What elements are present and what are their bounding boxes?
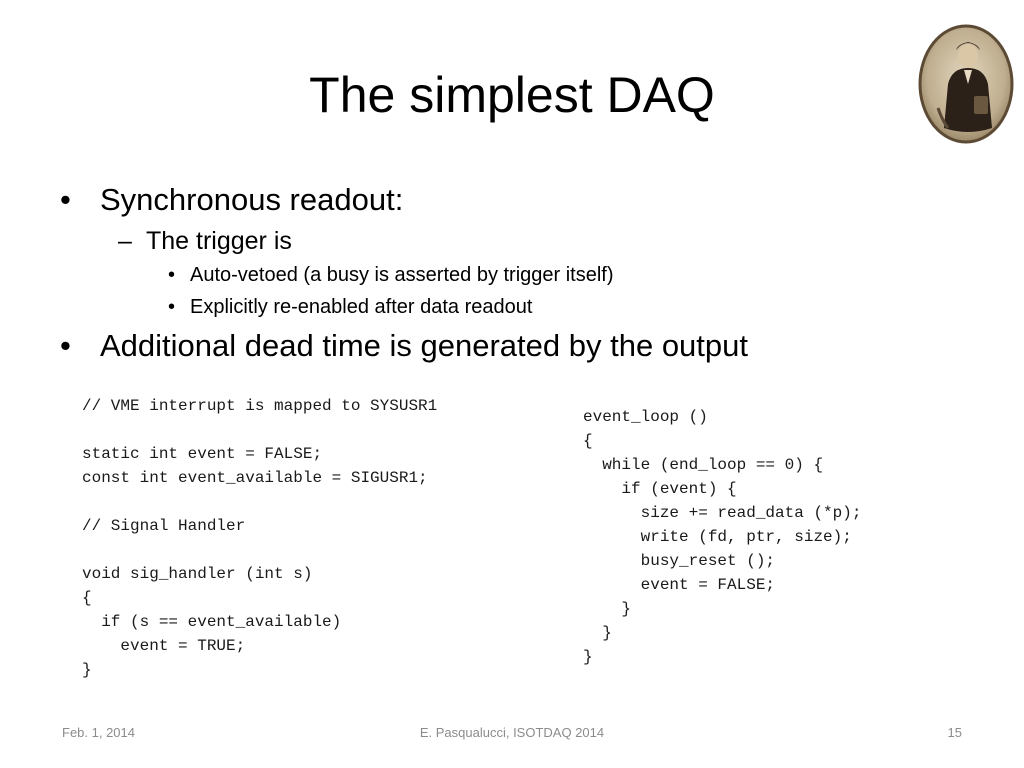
code-block-signal-handler: // VME interrupt is mapped to SYSUSR1 st… <box>82 397 438 679</box>
bullet-item: • Auto-vetoed (a busy is asserted by trig… <box>168 262 614 288</box>
code-block-event-loop: event_loop () { while (end_loop == 0) { … <box>583 408 862 666</box>
bullet-item: • Synchronous readout: <box>60 182 403 218</box>
bullet-marker: • <box>168 296 176 318</box>
bullet-item: • Explicitly re-enabled after data readou… <box>168 294 532 320</box>
footer-author: E. Pasqualucci, ISOTDAQ 2014 <box>419 725 605 740</box>
bullet-text: Auto-vetoed (a busy is asserted by trigg… <box>190 264 614 286</box>
footer-date: Feb. 1, 2014 <box>62 725 135 740</box>
bullet-text: Synchronous readout: <box>100 182 404 217</box>
bullet-text: The trigger is <box>146 227 292 255</box>
bullet-item: • Additional dead time is generated by th… <box>60 328 748 364</box>
bullet-marker: – <box>118 227 132 255</box>
bullet-item: –The trigger is <box>118 226 292 256</box>
bullet-marker: • <box>168 264 176 286</box>
portrait-photo <box>918 24 1014 144</box>
bullet-text: Explicitly re-enabled after data readout <box>190 296 533 318</box>
slide-title: The simplest DAQ <box>309 67 715 123</box>
page-number: 15 <box>947 725 962 740</box>
bullet-marker: • <box>60 328 71 363</box>
bullet-text: Additional dead time is generated by the… <box>100 328 749 363</box>
bullet-marker: • <box>60 182 71 217</box>
